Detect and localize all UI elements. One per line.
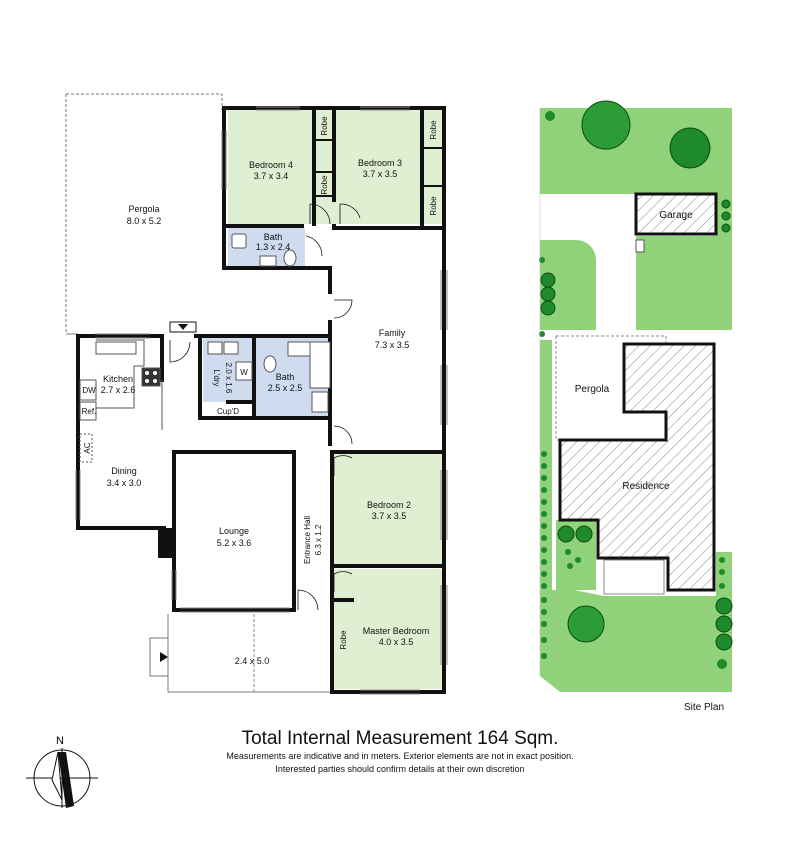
robe-label: Robe: [429, 196, 438, 216]
site-residence-label: Residence: [622, 481, 670, 492]
entrance-hall-size: 6.3 x 1.2: [314, 524, 323, 555]
disclaimer-note: Interested parties should confirm detail…: [275, 764, 525, 774]
bath2-size: 2.5 x 2.5: [268, 383, 303, 393]
site-plan-title: Site Plan: [684, 702, 724, 713]
robe-label: Robe: [320, 175, 329, 195]
bath1-size: 1.3 x 2.4: [256, 242, 291, 252]
bedroom2-size: 3.7 x 3.5: [372, 511, 407, 521]
kitchen-size: 2.7 x 2.6: [101, 385, 136, 395]
site-garage-label: Garage: [659, 210, 693, 221]
laundry-size: 2.0 x 1.6: [224, 363, 233, 394]
cupboard-label: Cup'D: [217, 407, 239, 416]
washer-label: W: [240, 368, 248, 377]
bath2-label: Bath: [276, 372, 295, 382]
master-bedroom-size: 4.0 x 3.5: [379, 637, 414, 647]
robe-label: Robe: [339, 630, 348, 650]
entrance-hall-label: Entrance Hall: [303, 516, 312, 564]
residence-building: [558, 342, 716, 592]
total-measurement-title: Total Internal Measurement 164 Sqm.: [241, 728, 559, 749]
bedroom4-size: 3.7 x 3.4: [254, 171, 289, 181]
dishwasher-label: DW: [82, 386, 96, 395]
master-bedroom-label: Master Bedroom: [363, 626, 430, 636]
garage-building: [634, 192, 718, 236]
site-pergola-label: Pergola: [575, 384, 610, 395]
master-bedroom-fill: [334, 569, 442, 689]
compass-icon: [26, 748, 98, 808]
disclaimer-note: Measurements are indicative and in meter…: [226, 751, 574, 761]
bedroom2-fill: [334, 453, 442, 566]
dining-size: 3.4 x 3.0: [107, 478, 142, 488]
robe-label: Robe: [320, 116, 329, 136]
bedroom4-label: Bedroom 4: [249, 160, 293, 170]
bath1-label: Bath: [264, 232, 283, 242]
dining-label: Dining: [111, 466, 137, 476]
fridge-label: Ref.: [82, 407, 97, 416]
pergola-size: 8.0 x 5.2: [127, 216, 162, 226]
lounge-size: 5.2 x 3.6: [217, 538, 252, 548]
site-plan: [539, 100, 733, 692]
pergola-label: Pergola: [128, 204, 159, 214]
carport-size: 2.4 x 5.0: [235, 656, 270, 666]
family-label: Family: [379, 328, 406, 338]
family-size: 7.3 x 3.5: [375, 340, 410, 350]
compass-north-label: N: [56, 735, 64, 747]
bedroom3-size: 3.7 x 3.5: [363, 169, 398, 179]
robe-label: Robe: [429, 120, 438, 140]
bedroom2-label: Bedroom 2: [367, 500, 411, 510]
bedroom3-label: Bedroom 3: [358, 158, 402, 168]
ac-label: AC: [83, 442, 92, 453]
lounge-label: Lounge: [219, 526, 249, 536]
laundry-label: L'dry: [212, 369, 221, 386]
kitchen-label: Kitchen: [103, 374, 133, 384]
